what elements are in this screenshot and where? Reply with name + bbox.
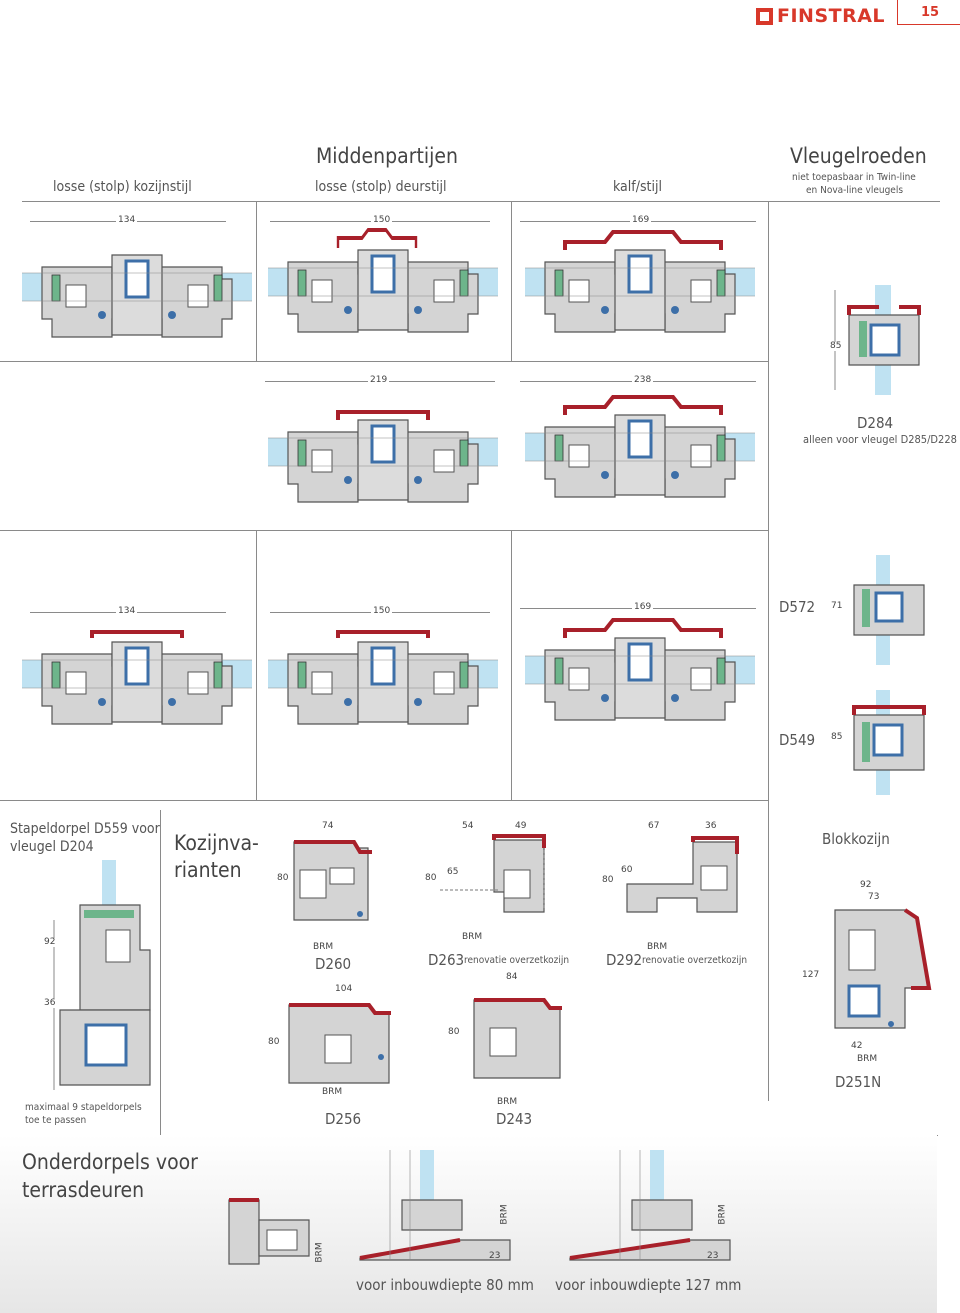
profile-d263 (440, 834, 546, 913)
dim-stapeldorpel-92: 92 (44, 937, 56, 947)
col-kozijnstijl: losse (stolp) kozijnstijl (53, 179, 192, 195)
onderdorpel-127-dim: 23 (707, 1251, 719, 1261)
profile-stapeldorpel (53, 860, 151, 1090)
profile-kalfstijl-row2 (523, 395, 757, 499)
dim-row2-1: 219 (368, 375, 390, 385)
code-d572: D572 (779, 598, 816, 616)
dim-row3-2: 150 (371, 606, 393, 616)
d243-code: D243 (496, 1110, 533, 1128)
dim-roede-85: 85 (830, 341, 842, 351)
onderdorpel-small-brm: BRM (314, 1242, 325, 1263)
d263-w1: 54 (462, 821, 474, 831)
blokkozijn-brm: BRM (857, 1054, 878, 1064)
logo-square-icon (756, 8, 773, 25)
d260-code: D260 (315, 955, 352, 973)
d243-height: 80 (448, 1027, 460, 1037)
vleugelroeden-note2: en Nova-line vleugels (806, 185, 904, 196)
d263-height: 80 (425, 873, 437, 883)
profile-vleugelroede-85 (834, 285, 921, 395)
caption-127: voor inbouwdiepte 127 mm (555, 1276, 742, 1294)
kozijnvarianten-title1: Kozijnva- (174, 831, 259, 855)
profile-onderdorpel-80 (359, 1150, 511, 1261)
d292-height: 80 (602, 875, 614, 885)
d263-inner: 65 (447, 867, 459, 877)
blokkozijn-w2: 73 (868, 892, 880, 902)
d256-height: 80 (268, 1037, 280, 1047)
d263-brm: BRM (462, 932, 483, 942)
dim-row3-1: 134 (116, 606, 138, 616)
profile-onderdorpel-small (228, 1198, 310, 1265)
d256-code: D256 (325, 1110, 362, 1128)
d263-code: D263 (428, 951, 465, 969)
code-d284: D284 (857, 414, 894, 432)
d243-width: 84 (506, 972, 518, 982)
col-deurstijl: losse (stolp) deurstijl (315, 179, 447, 195)
dim-row2-2: 238 (632, 375, 654, 385)
dim-row1-3: 169 (630, 215, 652, 225)
stapeldorpel-title1: Stapeldorpel D559 voor (10, 821, 160, 837)
d292-note: renovatie overzetkozijn (642, 955, 748, 966)
blokkozijn-w1: 92 (860, 880, 872, 890)
profile-d292 (626, 836, 739, 913)
page-number: 15 (921, 5, 940, 20)
profile-kalfstijl-row1 (523, 230, 757, 334)
profile-onderdorpel-127 (569, 1150, 731, 1261)
stapeldorpel-note1: maximaal 9 stapeldorpels (25, 1102, 142, 1113)
profile-kozijnstijl-row3 (20, 630, 254, 726)
d260-brm: BRM (313, 942, 334, 952)
d292-w1: 67 (648, 821, 660, 831)
stapeldorpel-title2: vleugel D204 (10, 839, 94, 855)
profile-d256 (288, 1003, 391, 1084)
dim-row1-1: 134 (116, 215, 138, 225)
vleugelroeden-title: Vleugelroeden (790, 144, 927, 168)
col-kalf-stijl: kalf/stijl (613, 179, 662, 195)
profile-kozijnstijl-row1 (20, 253, 254, 339)
d263-note: renovatie overzetkozijn (464, 955, 570, 966)
stapeldorpel-note2: toe te passen (25, 1115, 87, 1126)
onderdorpel-80-brm: BRM (499, 1204, 510, 1225)
profile-d260 (293, 840, 372, 921)
profile-deurstijl-row2 (266, 410, 500, 504)
onderdorpels-title2: terrasdeuren (22, 1178, 145, 1202)
dim-row1-2: 150 (371, 215, 393, 225)
onderdorpels-title1: Onderdorpels voor (22, 1150, 198, 1174)
profile-kalfstijl-row3 (523, 618, 757, 722)
profile-d243 (473, 998, 562, 1079)
blokkozijn-h: 127 (802, 970, 820, 980)
blokkozijn-bottom: 42 (851, 1041, 863, 1051)
code-d549: D549 (779, 731, 816, 749)
profile-d572 (853, 555, 925, 665)
dim-row3-3: 169 (632, 602, 654, 612)
dim-d549: 85 (831, 732, 843, 742)
profile-blokkozijn (834, 908, 932, 1029)
profile-d549 (852, 690, 926, 795)
onderdorpel-127-brm: BRM (717, 1204, 728, 1225)
d243-brm: BRM (497, 1097, 518, 1107)
d292-inner: 60 (621, 865, 633, 875)
d260-height: 80 (277, 873, 289, 883)
dim-d572: 71 (831, 601, 843, 611)
d292-code: D292 (606, 951, 643, 969)
onderdorpels-section (0, 1135, 937, 1313)
brand-logo: FINSTRAL (756, 6, 886, 26)
blokkozijn-code: D251N (835, 1073, 882, 1091)
middenpartijen-title: Middenpartijen (316, 144, 458, 168)
d292-w2: 36 (705, 821, 717, 831)
blokkozijn-title: Blokkozijn (822, 830, 890, 848)
vleugelroeden-note1: niet toepasbaar in Twin-line (792, 172, 916, 183)
logo-text: FINSTRAL (777, 5, 886, 27)
profile-deurstijl-row1 (266, 228, 500, 334)
d263-w2: 49 (515, 821, 527, 831)
d256-width: 104 (335, 984, 353, 994)
dim-stapeldorpel-36: 36 (44, 998, 56, 1008)
d292-brm: BRM (647, 942, 668, 952)
d256-brm: BRM (322, 1087, 343, 1097)
caption-80: voor inbouwdiepte 80 mm (356, 1276, 534, 1294)
kozijnvarianten-title2: rianten (174, 858, 242, 882)
note-d284: alleen voor vleugel D285/D228 (803, 433, 957, 446)
profile-deurstijl-row3 (266, 630, 500, 726)
d260-width: 74 (322, 821, 334, 831)
onderdorpel-80-dim: 23 (489, 1251, 501, 1261)
